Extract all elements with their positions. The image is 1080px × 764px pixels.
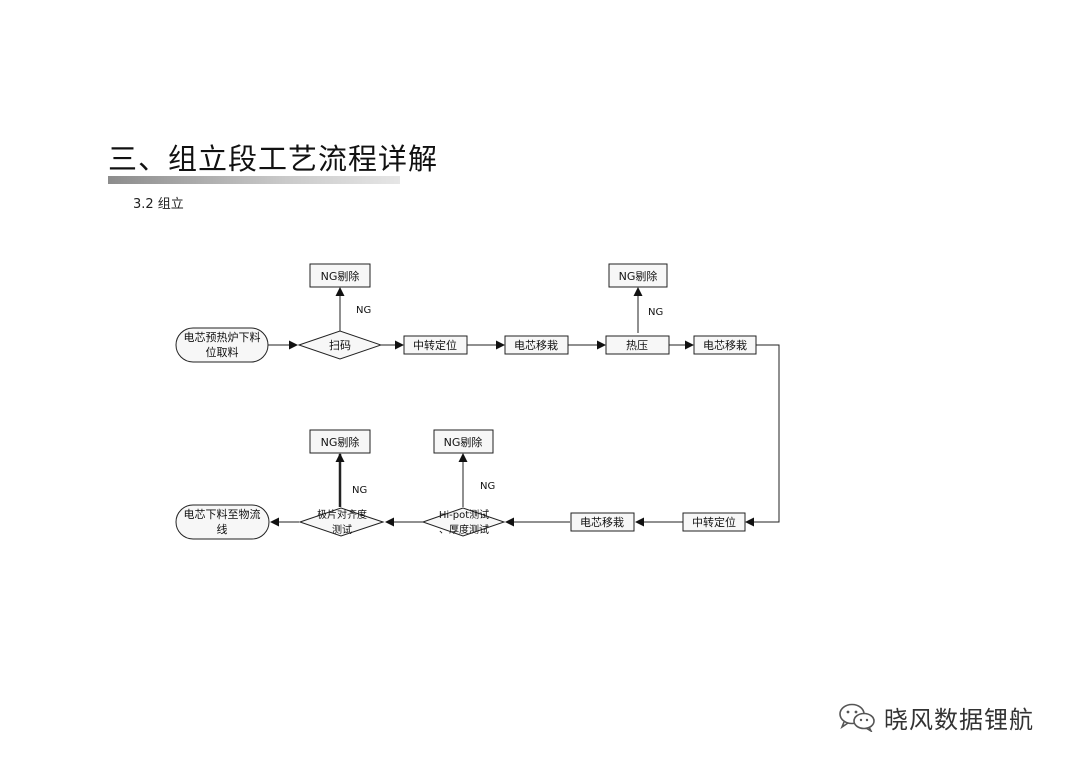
end-label-line2: 线 <box>217 522 228 536</box>
ng-reject-box-scan: NG剔除 <box>309 263 371 288</box>
transfer-position-box-2: 中转定位 <box>682 512 746 532</box>
ng-reject-label: NG剔除 <box>444 435 483 449</box>
hipot-label-line2: 、厚度测试 <box>439 523 489 536</box>
watermark-text: 晓风数据锂航 <box>884 705 1034 734</box>
hipot-label-line1: Hi-pot测试 <box>439 508 489 521</box>
electrode-alignment-decision: 极片对齐度 测试 <box>298 507 385 537</box>
hot-press-box: 热压 <box>605 335 670 355</box>
hot-press-label: 热压 <box>626 339 648 352</box>
ng-label-scan: NG <box>356 305 371 316</box>
ng-reject-label: NG剔除 <box>321 269 360 283</box>
cell-transfer-label-3: 电芯移栽 <box>580 515 624 529</box>
transfer-position-label-2: 中转定位 <box>692 515 736 529</box>
start-label-line2: 位取料 <box>206 345 239 359</box>
cell-transfer-label-2: 电芯移栽 <box>703 338 747 352</box>
end-label-line1: 电芯下料至物流 <box>184 507 261 521</box>
cell-transfer-label-1: 电芯移栽 <box>514 338 558 352</box>
start-label-line1: 电芯预热炉下料 <box>184 330 261 344</box>
alignment-label-line2: 测试 <box>332 523 352 536</box>
transfer-position-label-1: 中转定位 <box>413 338 457 352</box>
end-terminal: 电芯下料至物流 线 <box>175 504 270 540</box>
scan-label: 扫码 <box>329 339 351 352</box>
hipot-thickness-decision: Hi-pot测试 、厚度测试 <box>421 507 506 537</box>
scan-decision: 扫码 <box>297 330 383 360</box>
title-underline <box>108 176 400 184</box>
cell-transfer-box-2: 电芯移栽 <box>693 335 757 355</box>
page-title: 三、组立段工艺流程详解 <box>108 142 439 176</box>
watermark: 晓风数据锂航 <box>838 700 1034 734</box>
section-subtitle: 3.2 组立 <box>133 197 184 212</box>
ng-reject-box-hipot: NG剔除 <box>433 429 494 454</box>
ng-label-alignment: NG <box>352 485 367 496</box>
connectors <box>268 287 780 527</box>
wechat-icon <box>839 703 875 732</box>
cell-transfer-box-1: 电芯移栽 <box>504 335 569 355</box>
ng-label-hipot: NG <box>480 481 495 492</box>
ng-reject-box-hotpress: NG剔除 <box>608 263 668 288</box>
transfer-position-box-1: 中转定位 <box>403 335 468 355</box>
start-terminal: 电芯预热炉下料 位取料 <box>175 327 269 363</box>
ng-reject-label: NG剔除 <box>619 269 658 283</box>
ng-label-hotpress: NG <box>648 307 663 318</box>
ng-reject-label: NG剔除 <box>321 435 360 449</box>
cell-transfer-box-3: 电芯移栽 <box>570 512 635 532</box>
alignment-label-line1: 极片对齐度 <box>317 508 367 521</box>
ng-reject-box-alignment: NG剔除 <box>309 429 371 454</box>
